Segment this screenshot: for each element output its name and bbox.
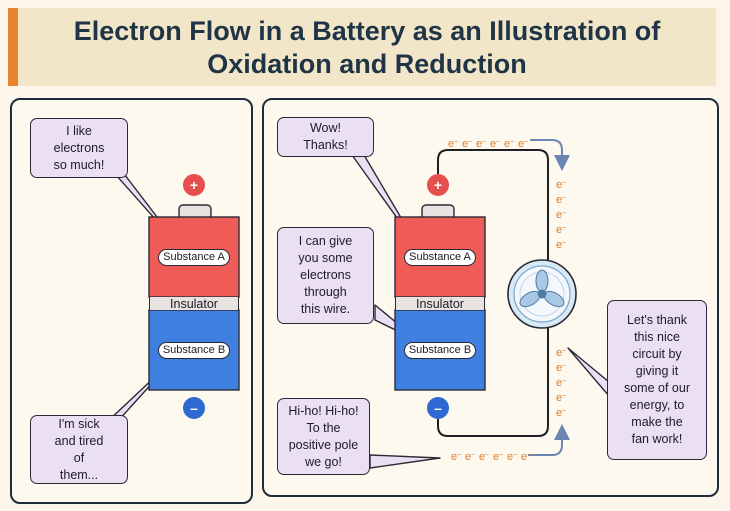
speech-bubble: Wow! Thanks! [277,117,374,157]
bubble-text: Hi-ho! Hi-ho! To the positive pole we go… [288,403,359,469]
bubble-tail [369,454,441,469]
electron-label: e– [479,451,490,463]
electron-label: e– [556,224,567,236]
bubble-text: I'm sick and tired of them... [54,416,104,482]
electron-label: e– [556,362,567,374]
insulator-label: Insulator [395,297,485,311]
electron-label: e– [556,347,567,359]
negative-sign: – [190,400,198,416]
speech-bubble: I'm sick and tired of them... [30,415,128,484]
positive-pole-icon [427,174,449,196]
insulator-label: Insulator [149,297,239,311]
electron-label: e– [556,392,567,404]
electron-label: e– [521,451,532,463]
electron-label: e– [462,138,473,150]
substance-a-label: Substance A [404,249,476,266]
electron-label: e– [556,194,567,206]
flow-arrow-icon [530,139,570,171]
electron-label: e– [518,138,529,150]
electron-label: e– [556,179,567,191]
bubble-text: Let's thank this nice circuit by giving … [623,313,690,446]
flow-arrow-icon [528,424,570,456]
speech-bubble: Let's thank this nice circuit by giving … [607,300,707,460]
title-line-2: Oxidation and Reduction [207,49,527,79]
electron-label: e– [451,451,462,463]
electron-label: e– [493,451,504,463]
substance-b-label: Substance B [158,342,230,359]
title-accent-bar [8,8,18,86]
fan-icon [507,259,577,329]
circuit-wire [437,320,549,437]
page-title: Electron Flow in a Battery as an Illustr… [18,15,716,81]
electron-label: e– [556,239,567,251]
electron-label: e– [476,138,487,150]
speech-bubble: I can give you some electrons through th… [277,227,374,324]
substance-b-label: Substance B [404,342,476,359]
negative-pole-icon [183,397,205,419]
electron-label: e– [504,138,515,150]
title-banner: Electron Flow in a Battery as an Illustr… [8,8,716,86]
substance-a-label: Substance A [158,249,230,266]
speech-bubble: I like electrons so much! [30,118,128,178]
electron-label: e– [507,451,518,463]
electron-label: e– [490,138,501,150]
electron-label: e– [465,451,476,463]
electron-label: e– [556,407,567,419]
positive-pole-icon [183,174,205,196]
bubble-tail [567,347,610,397]
bubble-text: I can give you some electrons through th… [298,234,353,316]
positive-sign: + [189,177,199,193]
electron-label: e– [556,377,567,389]
circuit-wire [437,149,549,260]
negative-sign: – [434,400,442,416]
speech-bubble: Hi-ho! Hi-ho! To the positive pole we go… [277,398,370,475]
bubble-text: I like electrons so much! [53,123,105,172]
electron-label: e– [448,138,459,150]
electron-label: e– [556,209,567,221]
negative-pole-icon [427,397,449,419]
title-line-1: Electron Flow in a Battery as an Illustr… [73,16,661,46]
bubble-text: Wow! Thanks! [303,121,348,152]
positive-sign: + [433,177,443,193]
